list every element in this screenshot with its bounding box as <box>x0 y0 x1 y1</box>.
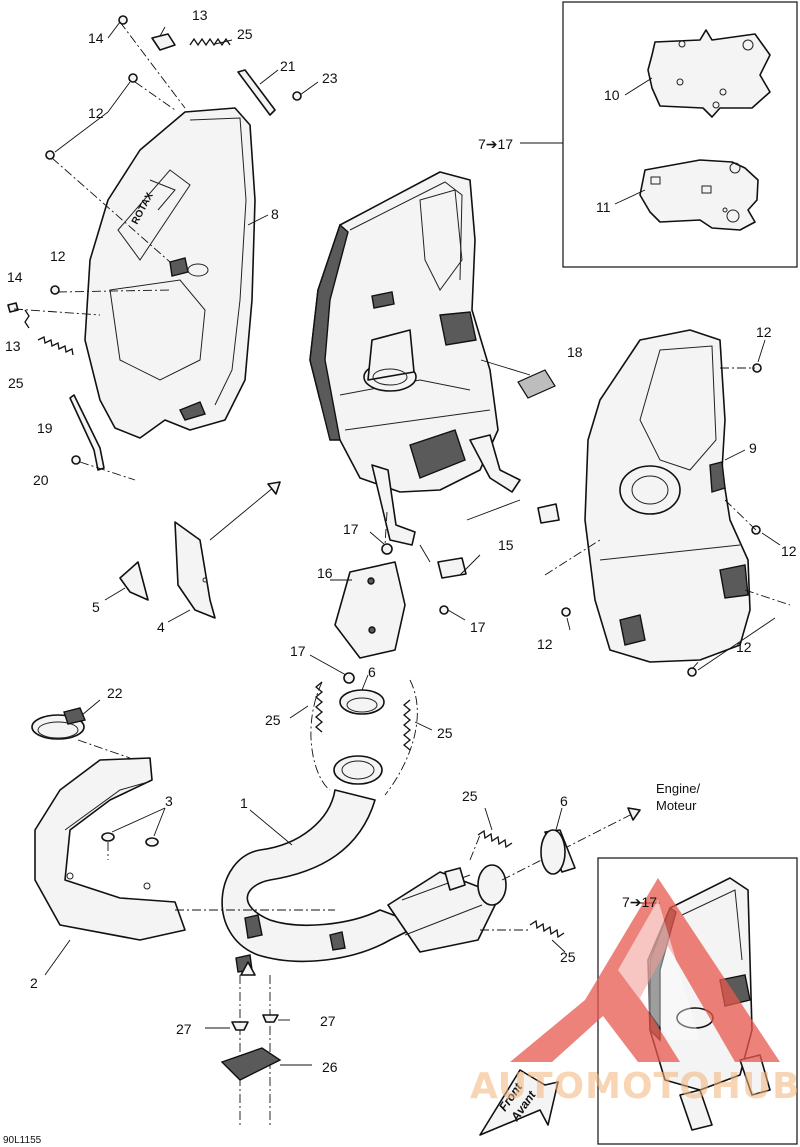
callout-5: 5 <box>92 599 100 615</box>
callout-19: 19 <box>37 420 53 436</box>
gasket-11 <box>639 159 759 231</box>
exhaust-pipe-1 <box>221 755 641 973</box>
callout-15: 15 <box>498 537 514 553</box>
callout-25f: 25 <box>560 949 576 965</box>
callout-1: 1 <box>240 795 248 811</box>
gasket-10 <box>647 29 771 118</box>
callout-25c: 25 <box>265 712 281 728</box>
heat-shield-9 <box>544 329 791 677</box>
callout-12f: 12 <box>736 639 752 655</box>
upper-left-hardware <box>45 15 319 263</box>
callout-12e: 12 <box>537 636 553 652</box>
callout-25b: 25 <box>8 375 24 391</box>
engine-label: Engine/ <box>656 781 700 796</box>
callout-7-17b: 7➔17 <box>622 894 657 910</box>
callout-17c: 17 <box>290 643 306 659</box>
callout-25a: 25 <box>237 26 253 42</box>
callout-25d: 25 <box>437 725 453 741</box>
callout-20: 20 <box>33 472 49 488</box>
callout-12a: 12 <box>88 105 104 121</box>
callout-14b: 14 <box>7 269 23 285</box>
callout-labels: 1 2 3 4 5 6 6 7➔17 7➔17 8 9 10 11 12 12 … <box>3 7 797 1146</box>
clamp-and-guard <box>31 699 335 976</box>
callout-16: 16 <box>317 565 333 581</box>
callout-12c: 12 <box>756 324 772 340</box>
muffler-assembly-7-17 <box>309 171 521 546</box>
bottom-hardware <box>205 961 312 1125</box>
callout-3: 3 <box>165 793 173 809</box>
muffler-heat-shield-8: ROTAX <box>84 107 256 439</box>
springs-25 <box>289 679 566 953</box>
callout-6a: 6 <box>368 664 376 680</box>
moteur-label: Moteur <box>656 798 697 813</box>
callout-23: 23 <box>322 70 338 86</box>
gasket-inset-box <box>520 1 798 268</box>
callout-13a: 13 <box>192 7 208 23</box>
callout-2: 2 <box>30 975 38 991</box>
callout-17b: 17 <box>470 619 486 635</box>
watermark-triangle-logo <box>510 878 780 1062</box>
callout-12b: 12 <box>50 248 66 264</box>
automotohub-watermark: AUTOMOTOHUB <box>470 878 800 1107</box>
callout-4: 4 <box>157 619 165 635</box>
callout-21: 21 <box>280 58 296 74</box>
callout-26: 26 <box>322 1059 338 1075</box>
left-side-hardware <box>7 285 171 481</box>
watermark-text: AUTOMOTOHUB <box>470 1066 800 1107</box>
callout-27a: 27 <box>176 1021 192 1037</box>
callout-10: 10 <box>604 87 620 103</box>
callout-11: 11 <box>596 199 611 215</box>
callout-17a: 17 <box>343 521 359 537</box>
callout-27b: 27 <box>320 1013 336 1029</box>
clips-and-brackets <box>309 359 560 684</box>
drawing-code: 90L1155 <box>3 1135 42 1146</box>
callout-12d: 12 <box>781 543 797 559</box>
callout-9: 9 <box>749 440 757 456</box>
callout-6b: 6 <box>560 793 568 809</box>
callout-14a: 14 <box>88 30 104 46</box>
callout-22: 22 <box>107 685 123 701</box>
callout-25e: 25 <box>462 788 478 804</box>
gaskets-6 <box>339 674 576 875</box>
small-shields-4-5 <box>104 481 281 623</box>
callout-18: 18 <box>567 344 583 360</box>
callout-13b: 13 <box>5 338 21 354</box>
callout-8: 8 <box>271 206 279 222</box>
callout-7-17a: 7➔17 <box>478 136 513 152</box>
